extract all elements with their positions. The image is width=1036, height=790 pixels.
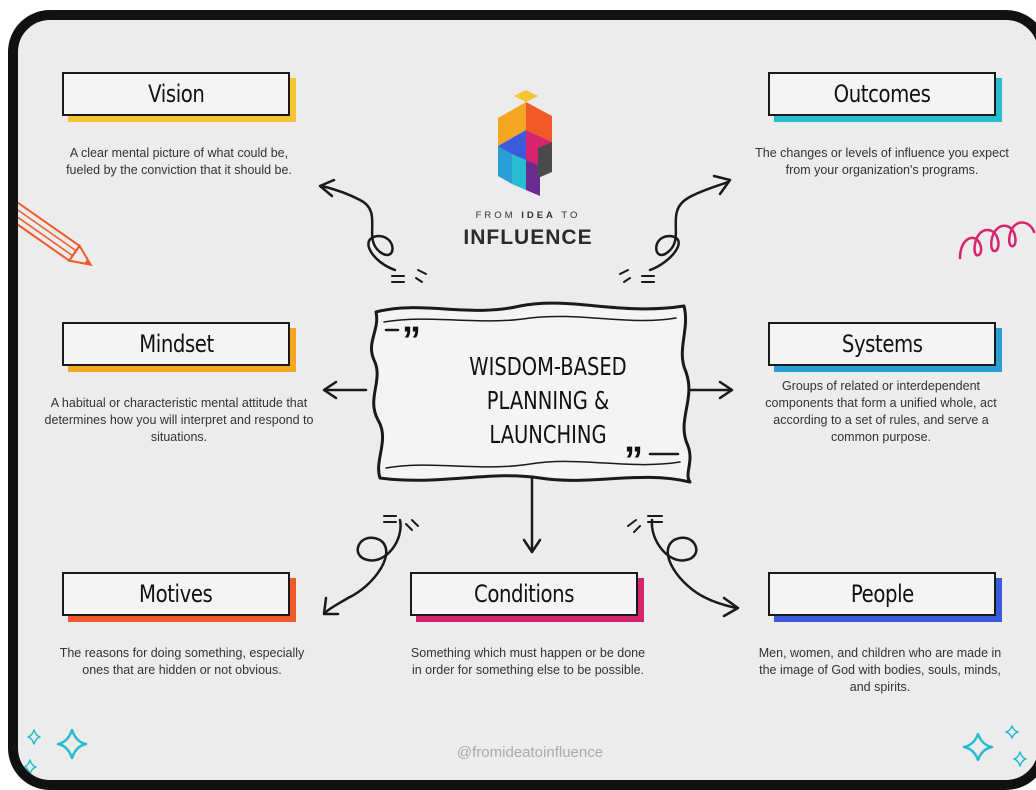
center-title: WISDOM-BASED PLANNING & LAUNCHING [445, 350, 651, 452]
arrow-to-vision [318, 178, 427, 283]
connectors-layer [18, 174, 1036, 775]
logo-title: INFLUENCE [463, 226, 593, 249]
social-handle: @fromideatoinfluence [456, 744, 604, 761]
arrow-to-outcomes [619, 174, 732, 283]
node-conditions-label: Conditions [410, 572, 644, 622]
close-quote: ” [624, 440, 643, 482]
node-conditions-desc: Something which must happen or be done i… [410, 646, 646, 677]
node-systems-desc: Groups of related or interdependent comp… [765, 379, 997, 444]
pencil-icon [18, 198, 93, 267]
node-vision-label: Vision [62, 72, 296, 122]
sparkle-icon [23, 725, 1027, 775]
arrow-to-motives [322, 515, 419, 616]
center-box [370, 301, 692, 484]
logo-tagline: FROM IDEA TO [475, 210, 581, 221]
open-quote: ” [402, 320, 421, 362]
center-title-line3: LAUNCHING [489, 420, 607, 449]
node-vision-desc: A clear mental picture of what could be,… [66, 146, 292, 177]
node-people-desc: Men, women, and children who are made in… [758, 646, 1002, 694]
arrow-to-mindset [322, 380, 368, 400]
node-outcomes-label: Outcomes [768, 72, 1002, 122]
arrow-to-people [627, 515, 740, 618]
arrow-to-systems [688, 380, 734, 400]
squiggle-icon [958, 221, 1036, 260]
node-people-label: People [768, 572, 1002, 622]
center-title-line2: PLANNING & [486, 386, 610, 415]
node-mindset-desc: A habitual or characteristic mental atti… [44, 396, 314, 444]
node-outcomes-desc: The changes or levels of influence you e… [755, 146, 1009, 177]
node-mindset-label: Mindset [62, 322, 296, 372]
node-motives-label: Motives [62, 572, 296, 622]
arrow-to-conditions [522, 476, 542, 554]
center-title-line1: WISDOM-BASED [469, 352, 627, 381]
node-systems-label: Systems [768, 322, 1002, 372]
infographic-frame: ” ” FROM IDEA TO INFLUENCE WISDOM-BASED … [8, 10, 1036, 790]
logo-cube-icon [498, 90, 552, 196]
node-motives-desc: The reasons for doing something, especia… [59, 646, 305, 677]
